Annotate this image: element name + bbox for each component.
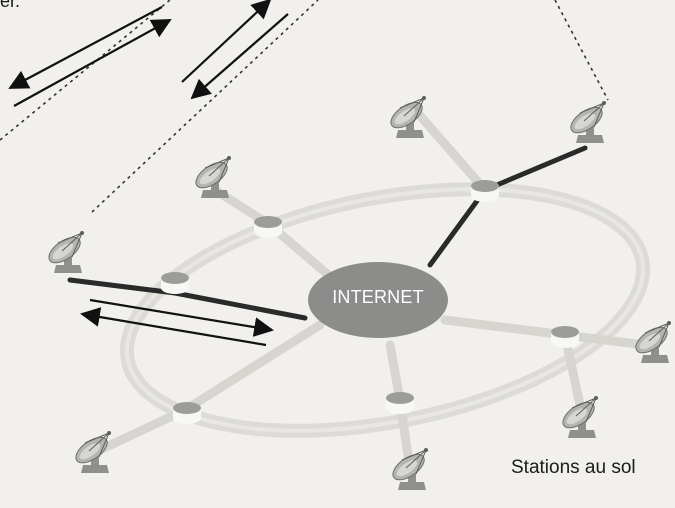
double-arrow-icon	[14, 20, 170, 106]
double-arrow-icon	[10, 7, 162, 88]
ground-stations-label: Stations au sol	[511, 457, 636, 479]
cropped-corner-text: er.	[0, 0, 20, 12]
internet-label: INTERNET	[308, 287, 448, 308]
satellite-dish-icon	[567, 101, 607, 143]
satellite-dish-icon	[192, 156, 232, 198]
satellite-dish-icon	[45, 231, 85, 273]
double-arrow-icon	[82, 314, 266, 345]
satellite-beams	[0, 0, 608, 212]
satellite-dish-icon	[632, 321, 672, 363]
